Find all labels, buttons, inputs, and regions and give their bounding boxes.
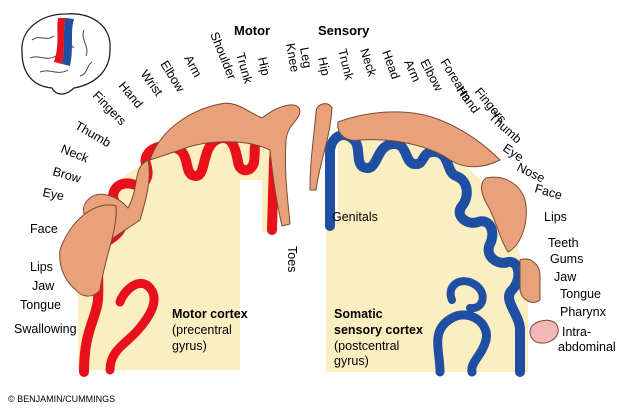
sensory-cortex-strip: [325, 130, 525, 377]
motor-heading: Motor: [234, 23, 270, 38]
motor-homunculus-figure: [59, 102, 301, 297]
motor-caption-title: Motor cortex: [172, 307, 248, 321]
motor-label-knee: Knee: [283, 42, 302, 73]
sensory-label-nose: Nose: [515, 160, 547, 185]
motor-label-tongue: Tongue: [20, 298, 61, 312]
motor-caption-sub2: gyrus): [172, 339, 207, 353]
motor-label-hand: Hand: [116, 79, 146, 111]
sensory-label-intra: Intra-: [562, 325, 591, 339]
sensory-caption-sub1: (postcentral: [334, 339, 399, 353]
sensory-label-lips: Lips: [544, 210, 567, 224]
sensory-label-face: Face: [533, 181, 564, 202]
motor-label-toes: Toes: [285, 246, 299, 272]
sensory-caption-title1: Somatic: [334, 307, 383, 321]
sensory-heading: Sensory: [318, 23, 370, 38]
motor-label-hip: Hip: [255, 56, 273, 77]
motor-label-thumb: Thumb: [73, 118, 114, 150]
sensory-label-leg: Leg: [297, 46, 314, 69]
sensory-label-jaw: Jaw: [554, 270, 577, 284]
motor-label-wrist: Wrist: [138, 68, 166, 99]
sensory-label-neck: Neck: [357, 47, 379, 79]
motor-label-face: Face: [30, 222, 58, 236]
brain-inset-icon: [21, 13, 111, 95]
motor-caption-sub1: (precentral: [172, 323, 232, 337]
sensory-caption-title2: sensory cortex: [334, 323, 423, 337]
motor-label-neck: Neck: [59, 142, 91, 166]
sensory-caption-sub2: gyrus): [334, 354, 369, 368]
motor-label-jaw: Jaw: [32, 279, 55, 293]
sensory-label-tongue: Tongue: [560, 287, 601, 301]
motor-label-brow: Brow: [51, 164, 83, 186]
sensory-label-abdominal: abdominal: [558, 340, 616, 354]
motor-label-lips: Lips: [30, 260, 53, 274]
motor-label-eye: Eye: [41, 185, 65, 203]
motor-label-arm: Arm: [181, 53, 204, 80]
sensory-label-gums: Gums: [550, 252, 583, 266]
copyright-text: © BENJAMIN/CUMMINGS: [8, 394, 115, 404]
motor-label-swallowing: Swallowing: [14, 322, 77, 336]
sensory-label-teeth: Teeth: [548, 236, 579, 250]
sensory-cortex-section: [325, 130, 528, 377]
sensory-label-pharynx: Pharynx: [560, 305, 607, 319]
sensory-label-trunk: Trunk: [335, 47, 356, 82]
sensory-homunculus-figure: [309, 103, 559, 344]
sensory-label-genitals: Genitals: [332, 210, 378, 224]
sensory-label-hip: Hip: [315, 56, 333, 77]
sensory-label-head: Head: [379, 48, 402, 81]
